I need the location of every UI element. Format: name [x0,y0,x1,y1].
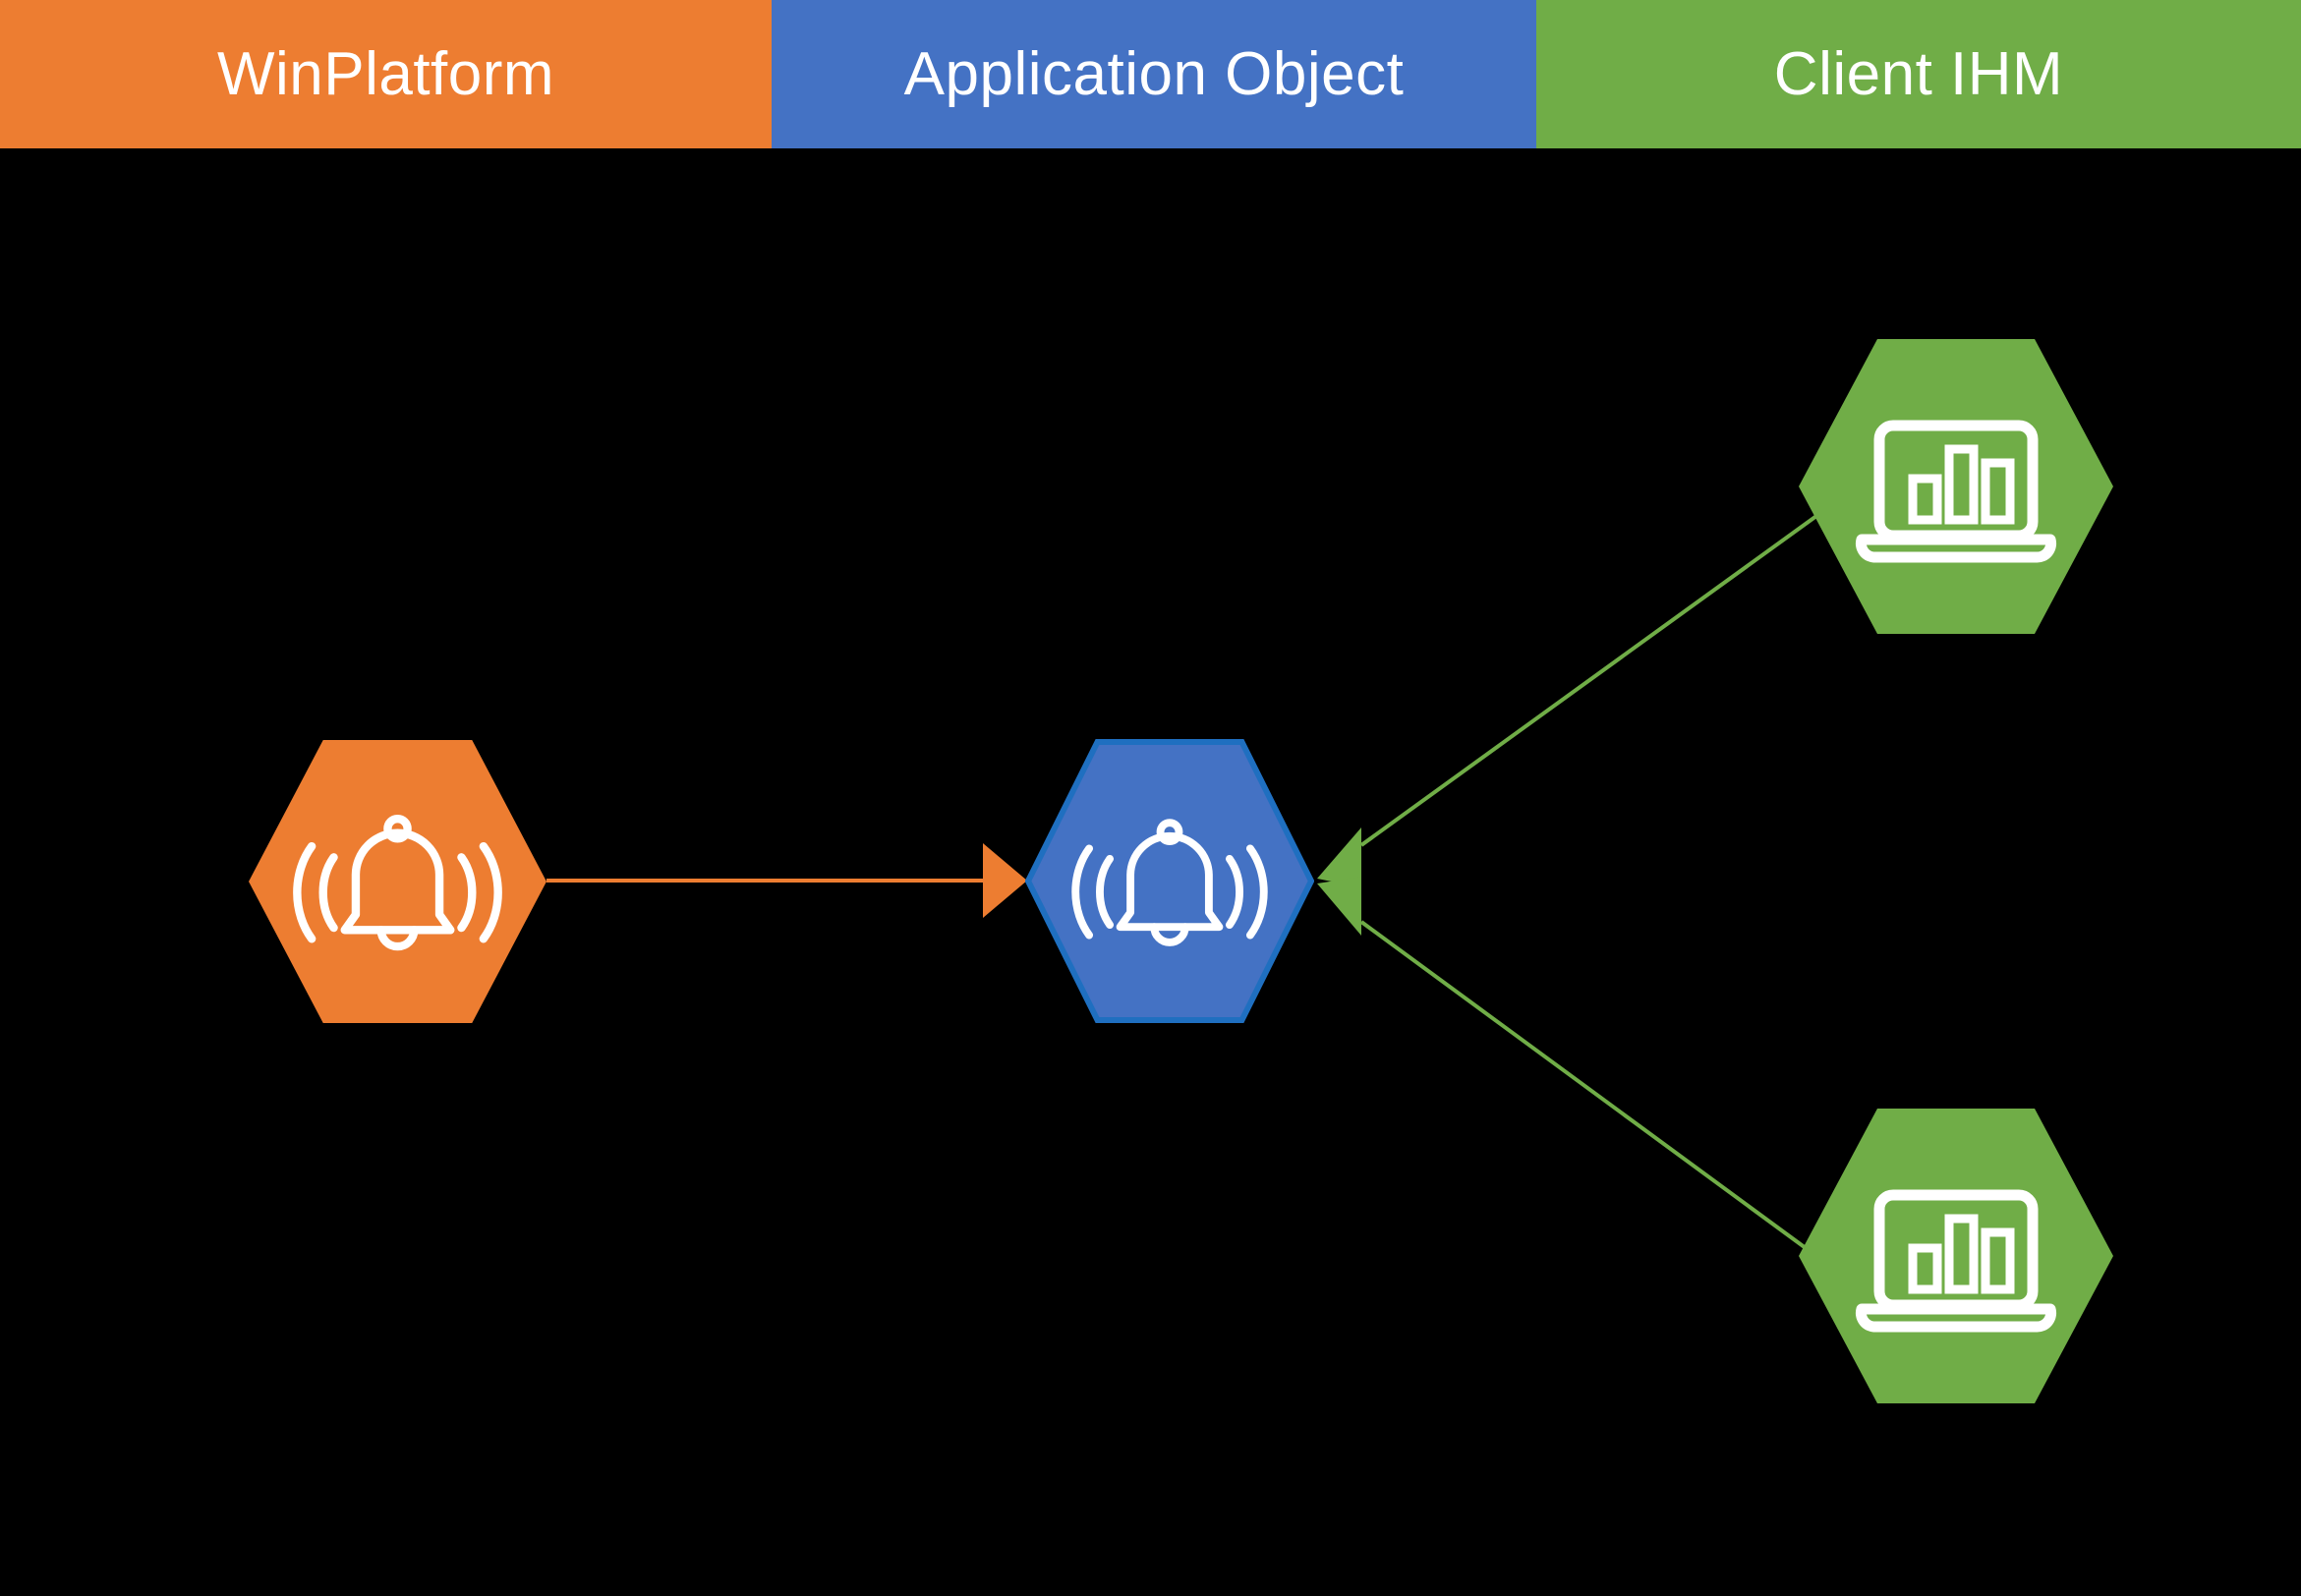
connector-ihm-bottom-to-appobject [1317,877,1818,1258]
node-client-ihm-top[interactable] [1799,339,2113,634]
connector-ihm-bottom-to-appobject-line [1359,920,1818,1258]
connector-ihm-top-to-appobject-arrowhead [1317,827,1361,887]
column-header-application-object-label: Application Object [903,39,1405,108]
column-header-client-ihm-label: Client IHM [1773,39,2064,108]
laptop-chart-icon [1855,420,2057,563]
column-header-winplatform: WinPlatform [0,0,772,148]
connector-alarm-to-appobject-arrowhead [983,843,1027,918]
column-header-client-ihm: Client IHM [1536,0,2301,148]
hexagon-shape [249,740,546,1023]
laptop-chart-icon [1855,1189,2057,1333]
connector-ihm-top-to-appobject [1317,509,1825,887]
column-header-application-object: Application Object [772,0,1536,148]
column-header-winplatform-label: WinPlatform [216,39,555,108]
connector-alarm-to-appobject [546,843,1027,918]
node-winplatform-alarm[interactable] [249,740,546,1023]
bell-ringing-icon [1071,819,1268,946]
hexagon-shape [1025,739,1314,1023]
hexagon-shape [1799,1109,2113,1403]
node-application-object-alarm[interactable] [1025,739,1314,1023]
connector-ihm-bottom-to-appobject-arrowhead [1317,877,1361,936]
column-header-band: WinPlatform Application Object Client IH… [0,0,2301,148]
node-client-ihm-bottom[interactable] [1799,1109,2113,1403]
bell-ringing-icon [293,814,502,951]
hexagon-shape [1799,339,2113,634]
connector-ihm-top-to-appobject-line [1359,509,1825,847]
